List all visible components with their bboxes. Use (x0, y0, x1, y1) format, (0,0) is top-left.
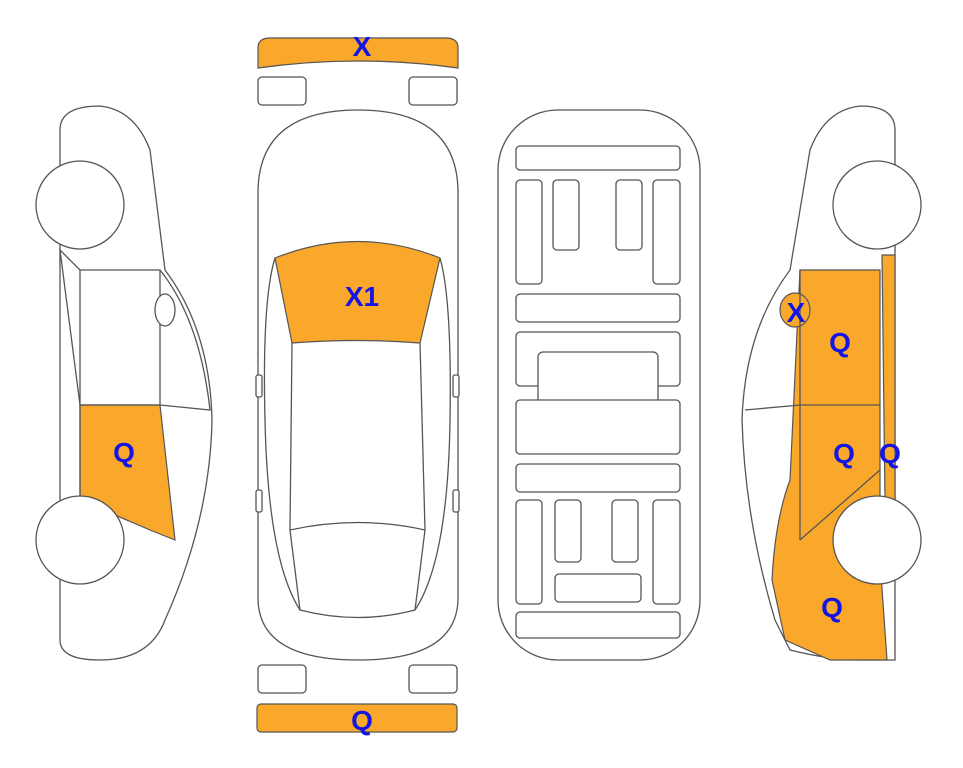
right-rear-wheel (832, 495, 922, 585)
right-headlight (408, 76, 458, 106)
front-bumper-label: X (353, 31, 372, 62)
left-taillight (257, 664, 307, 694)
right-pillar-label: Q (879, 438, 901, 469)
right-taillight (408, 664, 458, 694)
front-bumper-damaged[interactable] (257, 37, 459, 69)
right-front-door-label: Q (829, 327, 851, 358)
right-front-wheel (832, 160, 922, 250)
left-rear-wheel (35, 495, 125, 585)
top-view-body (257, 109, 459, 661)
right-mirror-damaged[interactable] (779, 292, 811, 328)
right-rear-door-label: Q (833, 438, 855, 469)
windshield-label: X1 (345, 281, 379, 312)
left-headlight (257, 76, 307, 106)
left-front-wheel (35, 160, 125, 250)
right-mirror-label: X (787, 297, 806, 328)
rear-bumper-damaged[interactable] (256, 703, 458, 733)
right-rear-quarter-label: Q (821, 592, 843, 623)
left-rear-door-label: Q (113, 437, 135, 468)
rear-bumper-label: Q (351, 705, 373, 736)
